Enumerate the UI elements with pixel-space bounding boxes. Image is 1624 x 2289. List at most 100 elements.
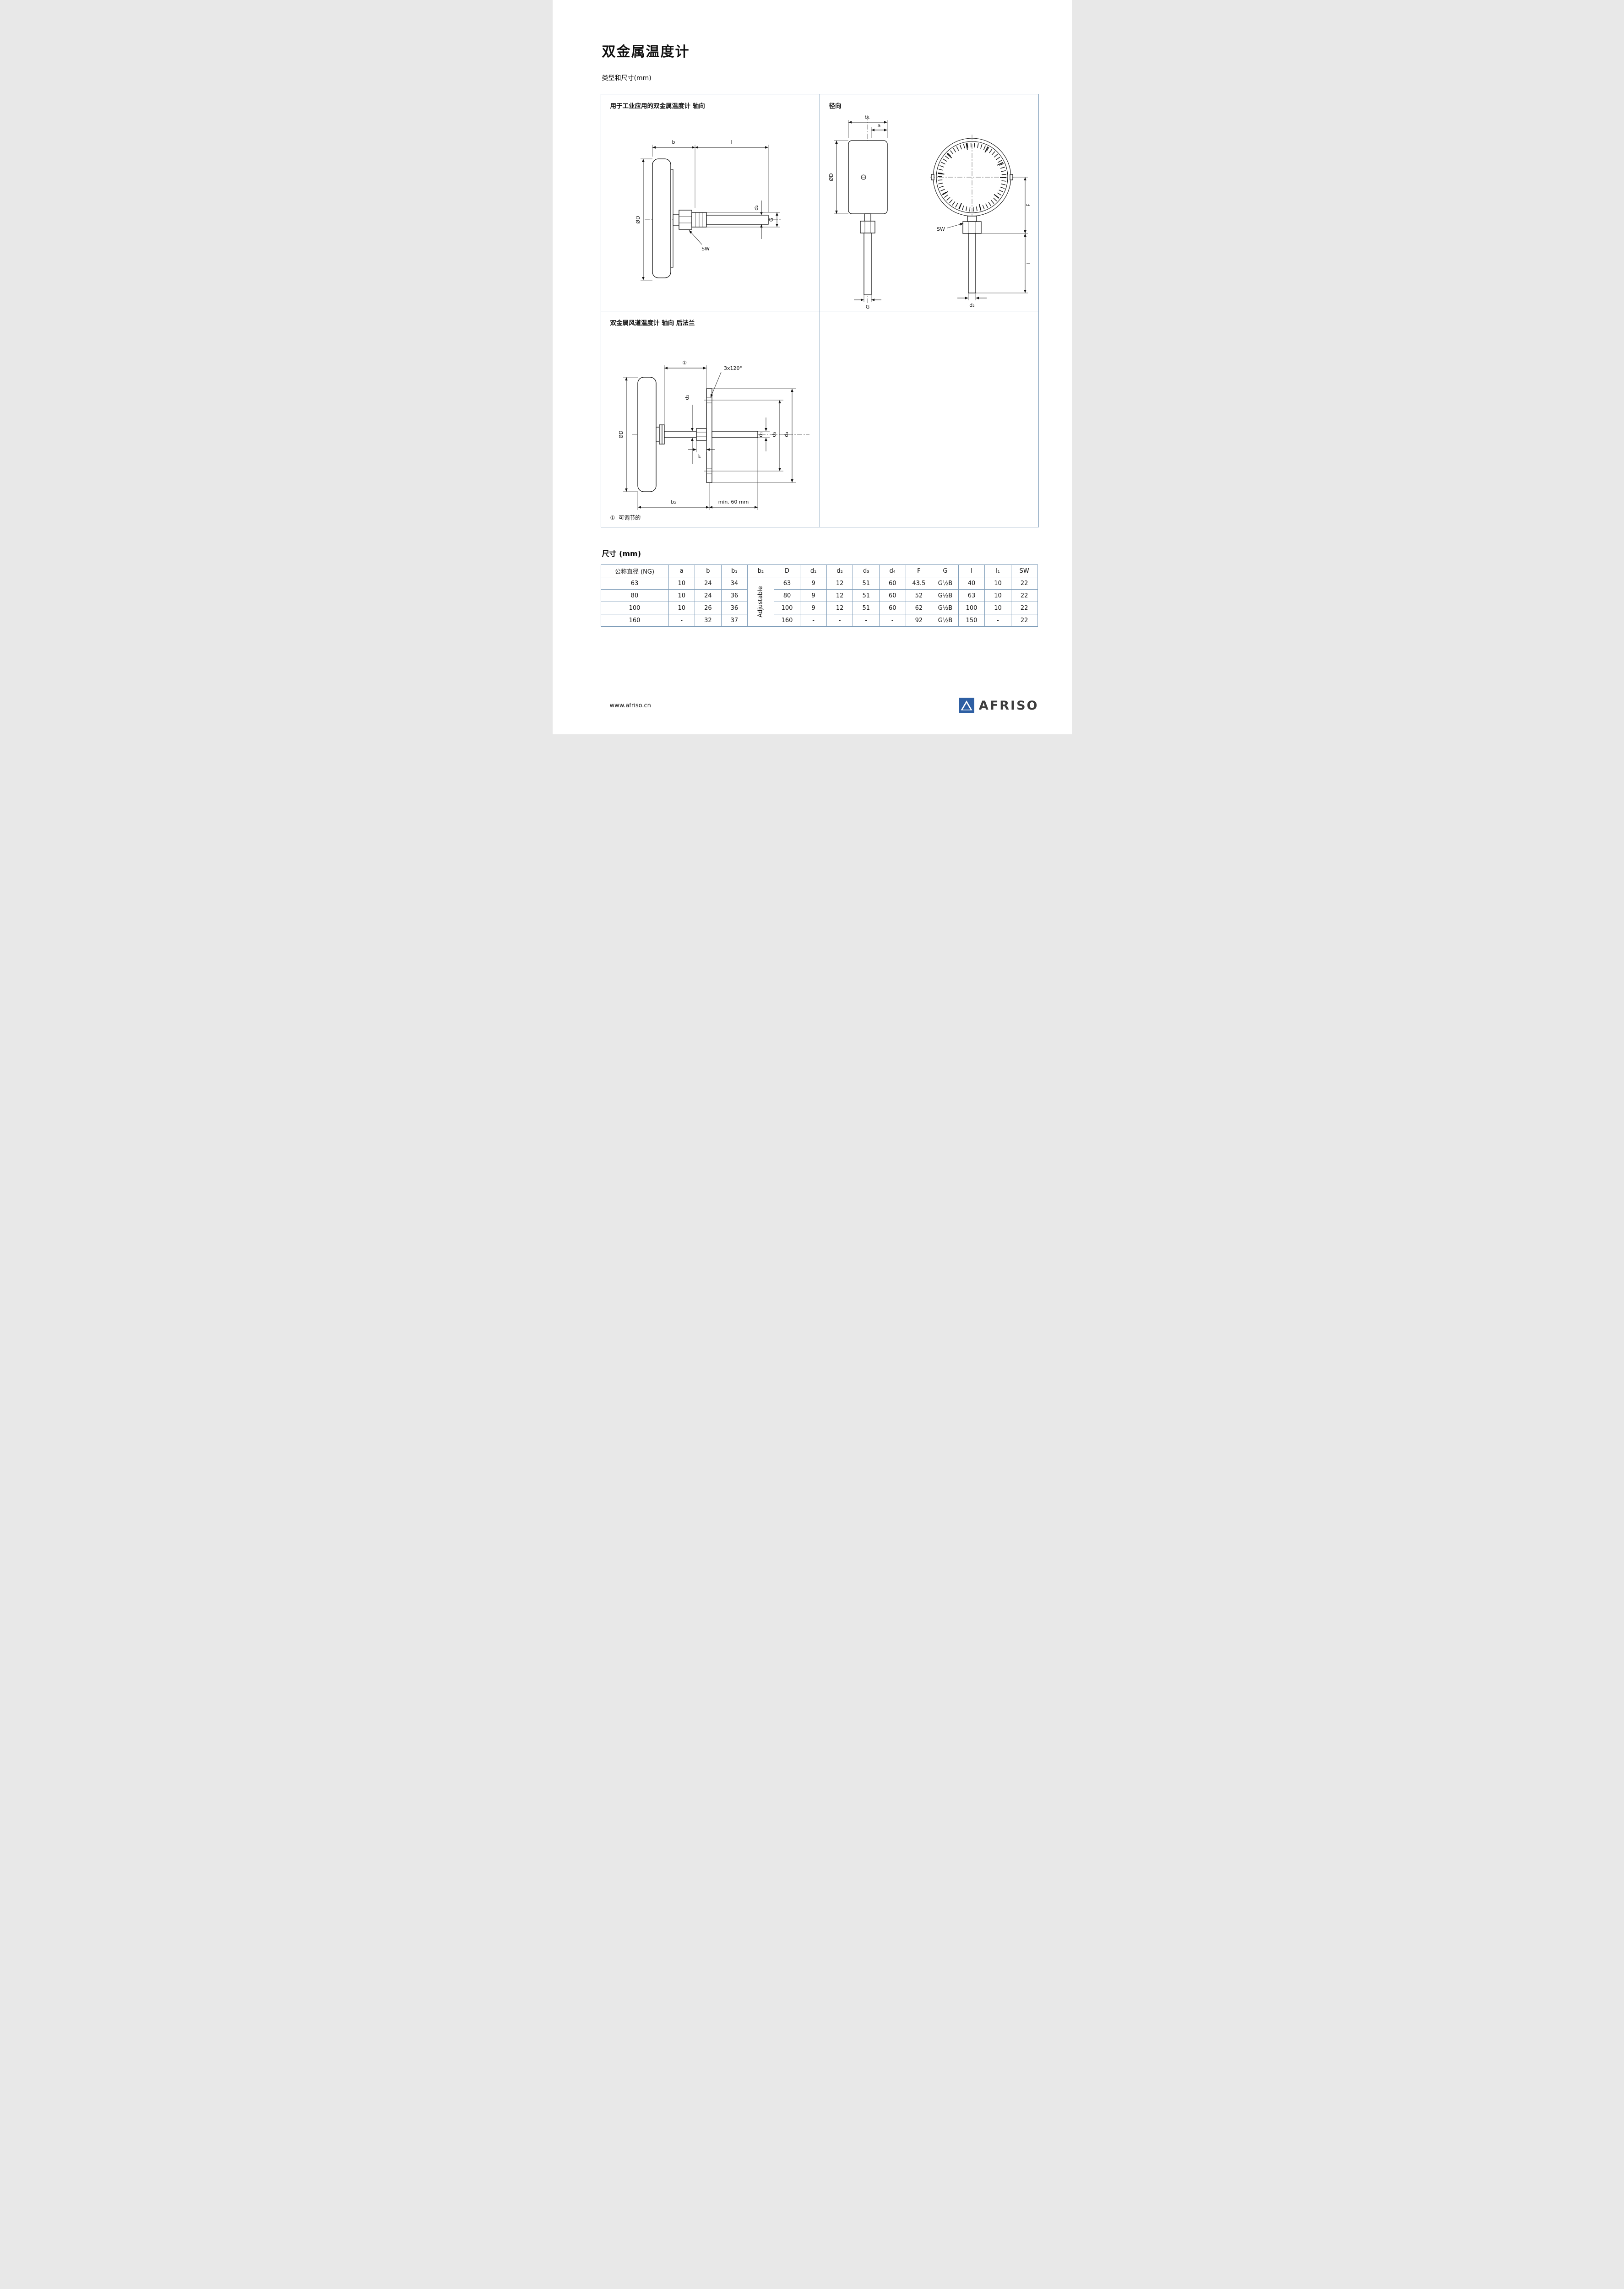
cell: - <box>668 614 695 627</box>
cell: 150 <box>958 614 985 627</box>
dim-label-l: l <box>731 139 732 145</box>
cell: G½B <box>932 614 959 627</box>
cell: 63 <box>958 589 985 602</box>
cell: 100 <box>773 602 801 614</box>
header-ng: 公称直径 (NG) <box>600 564 669 577</box>
dim-label-d2: d₂ <box>753 205 759 210</box>
duct-dim-d3: d₃ <box>714 400 783 472</box>
cell: - <box>853 614 880 627</box>
dim-label-d3: d₃ <box>771 432 777 437</box>
cell: 22 <box>1010 602 1038 614</box>
dim-label-angle: 3x120° <box>723 365 742 371</box>
radial-dim-od: ØD <box>828 140 848 214</box>
dim-label-d1: d₁ <box>758 432 764 437</box>
duct-neck <box>655 424 707 445</box>
axial-label-sw: SW <box>689 230 710 252</box>
footnote-symbol: ① <box>610 515 615 521</box>
duct-stem <box>711 431 758 438</box>
header-l: l <box>958 564 985 577</box>
cell: 51 <box>853 589 880 602</box>
table-row: 100 10 26 36 100 9 12 51 60 62 G½B 100 1… <box>600 602 1038 614</box>
page-footer: www.afriso.cn AFRISO <box>610 698 1039 713</box>
cell: 100 <box>958 602 985 614</box>
dim-label-od: ØD <box>635 216 641 223</box>
dimensions-heading: 尺寸 (mm) <box>602 549 641 558</box>
header-row: 公称直径 (NG) a b b₁ b₂ D d₁ d₂ d₃ d₄ F G l … <box>600 564 1038 577</box>
cell: 51 <box>853 577 880 590</box>
cell: 10 <box>984 602 1011 614</box>
axial-thermometer-drawing: b l ØD d₂ <box>635 139 782 281</box>
cell: G½B <box>932 577 959 590</box>
radial-front-view <box>929 135 1014 293</box>
cell: 24 <box>695 577 722 590</box>
dim-label-d2: d₂ <box>684 395 690 400</box>
cell: 80 <box>600 589 669 602</box>
dim-label-g: G <box>768 218 774 222</box>
cell: 24 <box>695 589 722 602</box>
radial-dim-b1: b₁ <box>848 114 887 138</box>
panel-axial-title: 用于工业应用的双金属温度计 轴向 <box>610 103 705 110</box>
dim-label-a: a <box>877 123 880 129</box>
cell: 80 <box>773 589 801 602</box>
cell: 32 <box>695 614 722 627</box>
header-d2: d₂ <box>826 564 853 577</box>
cell: G½B <box>932 602 959 614</box>
cell: 60 <box>879 589 906 602</box>
duct-dim-d1: d₁ <box>757 418 770 451</box>
cell: - <box>879 614 906 627</box>
cell: 10 <box>668 602 695 614</box>
cell: 37 <box>721 614 748 627</box>
duct-dim-l1: l₁ <box>688 440 715 459</box>
dim-label-adjustable: ① <box>682 360 687 366</box>
cell: 52 <box>905 589 933 602</box>
dim-label-b: b <box>672 139 675 145</box>
cell: 22 <box>1010 589 1038 602</box>
cell: 22 <box>1010 577 1038 590</box>
axial-dim-od: ØD <box>635 158 652 281</box>
duct-label-angle: 3x120° <box>710 365 742 398</box>
cell: 10 <box>668 589 695 602</box>
brand-block: AFRISO <box>958 698 1039 713</box>
dim-label-f: F <box>1026 204 1032 206</box>
header-G: G <box>932 564 959 577</box>
radial-dim-d2: d₂ <box>957 293 987 308</box>
dim-label-sw: SW <box>937 226 945 232</box>
cell: - <box>984 614 1011 627</box>
cell: 92 <box>905 614 933 627</box>
brand-wordmark: AFRISO <box>978 698 1039 713</box>
footer-url: www.afriso.cn <box>609 702 651 709</box>
radial-thermometer-drawing: b₁ a ØD G <box>828 114 1032 310</box>
dim-label-od: ØD <box>828 173 834 181</box>
duct-dial-housing <box>637 377 657 492</box>
cell: 9 <box>800 577 827 590</box>
cell: 9 <box>800 602 827 614</box>
cell: 36 <box>721 589 748 602</box>
dim-label-b1: b₁ <box>864 114 869 120</box>
header-SW: SW <box>1010 564 1038 577</box>
cell: 62 <box>905 602 933 614</box>
panel-empty <box>820 311 1039 527</box>
axial-dial-housing <box>652 158 673 278</box>
cell: - <box>826 614 853 627</box>
duct-thermometer-drawing: ØD ① 3x120° d₂ <box>618 360 809 510</box>
dim-label-d4: d₄ <box>783 432 789 437</box>
cell: 60 <box>879 577 906 590</box>
axial-connection <box>672 210 707 230</box>
adjustable-label: Adjustable <box>757 586 764 618</box>
panel-duct-title: 双金属风道温度计 轴向 后法兰 <box>610 320 695 327</box>
cell: 160 <box>600 614 669 627</box>
table-row: 80 10 24 36 80 9 12 51 60 52 G½B 63 10 2… <box>600 589 1038 602</box>
panel-radial-title: 径向 <box>829 103 842 110</box>
cell: 100 <box>600 602 669 614</box>
cell: 12 <box>826 577 853 590</box>
radial-dim-f-l: F l <box>975 177 1032 293</box>
axial-dim-g: G <box>706 212 780 228</box>
dim-label-b2: b₂ <box>671 499 676 505</box>
duct-dim-b2-min60: b₂ min. 60 mm <box>637 438 758 510</box>
cell: 63 <box>773 577 801 590</box>
cell: 10 <box>984 589 1011 602</box>
cell: 12 <box>826 589 853 602</box>
dimensions-table-wrap: 公称直径 (NG) a b b₁ b₂ D d₁ d₂ d₃ d₄ F G l … <box>600 564 1038 627</box>
axial-stem <box>706 215 769 225</box>
